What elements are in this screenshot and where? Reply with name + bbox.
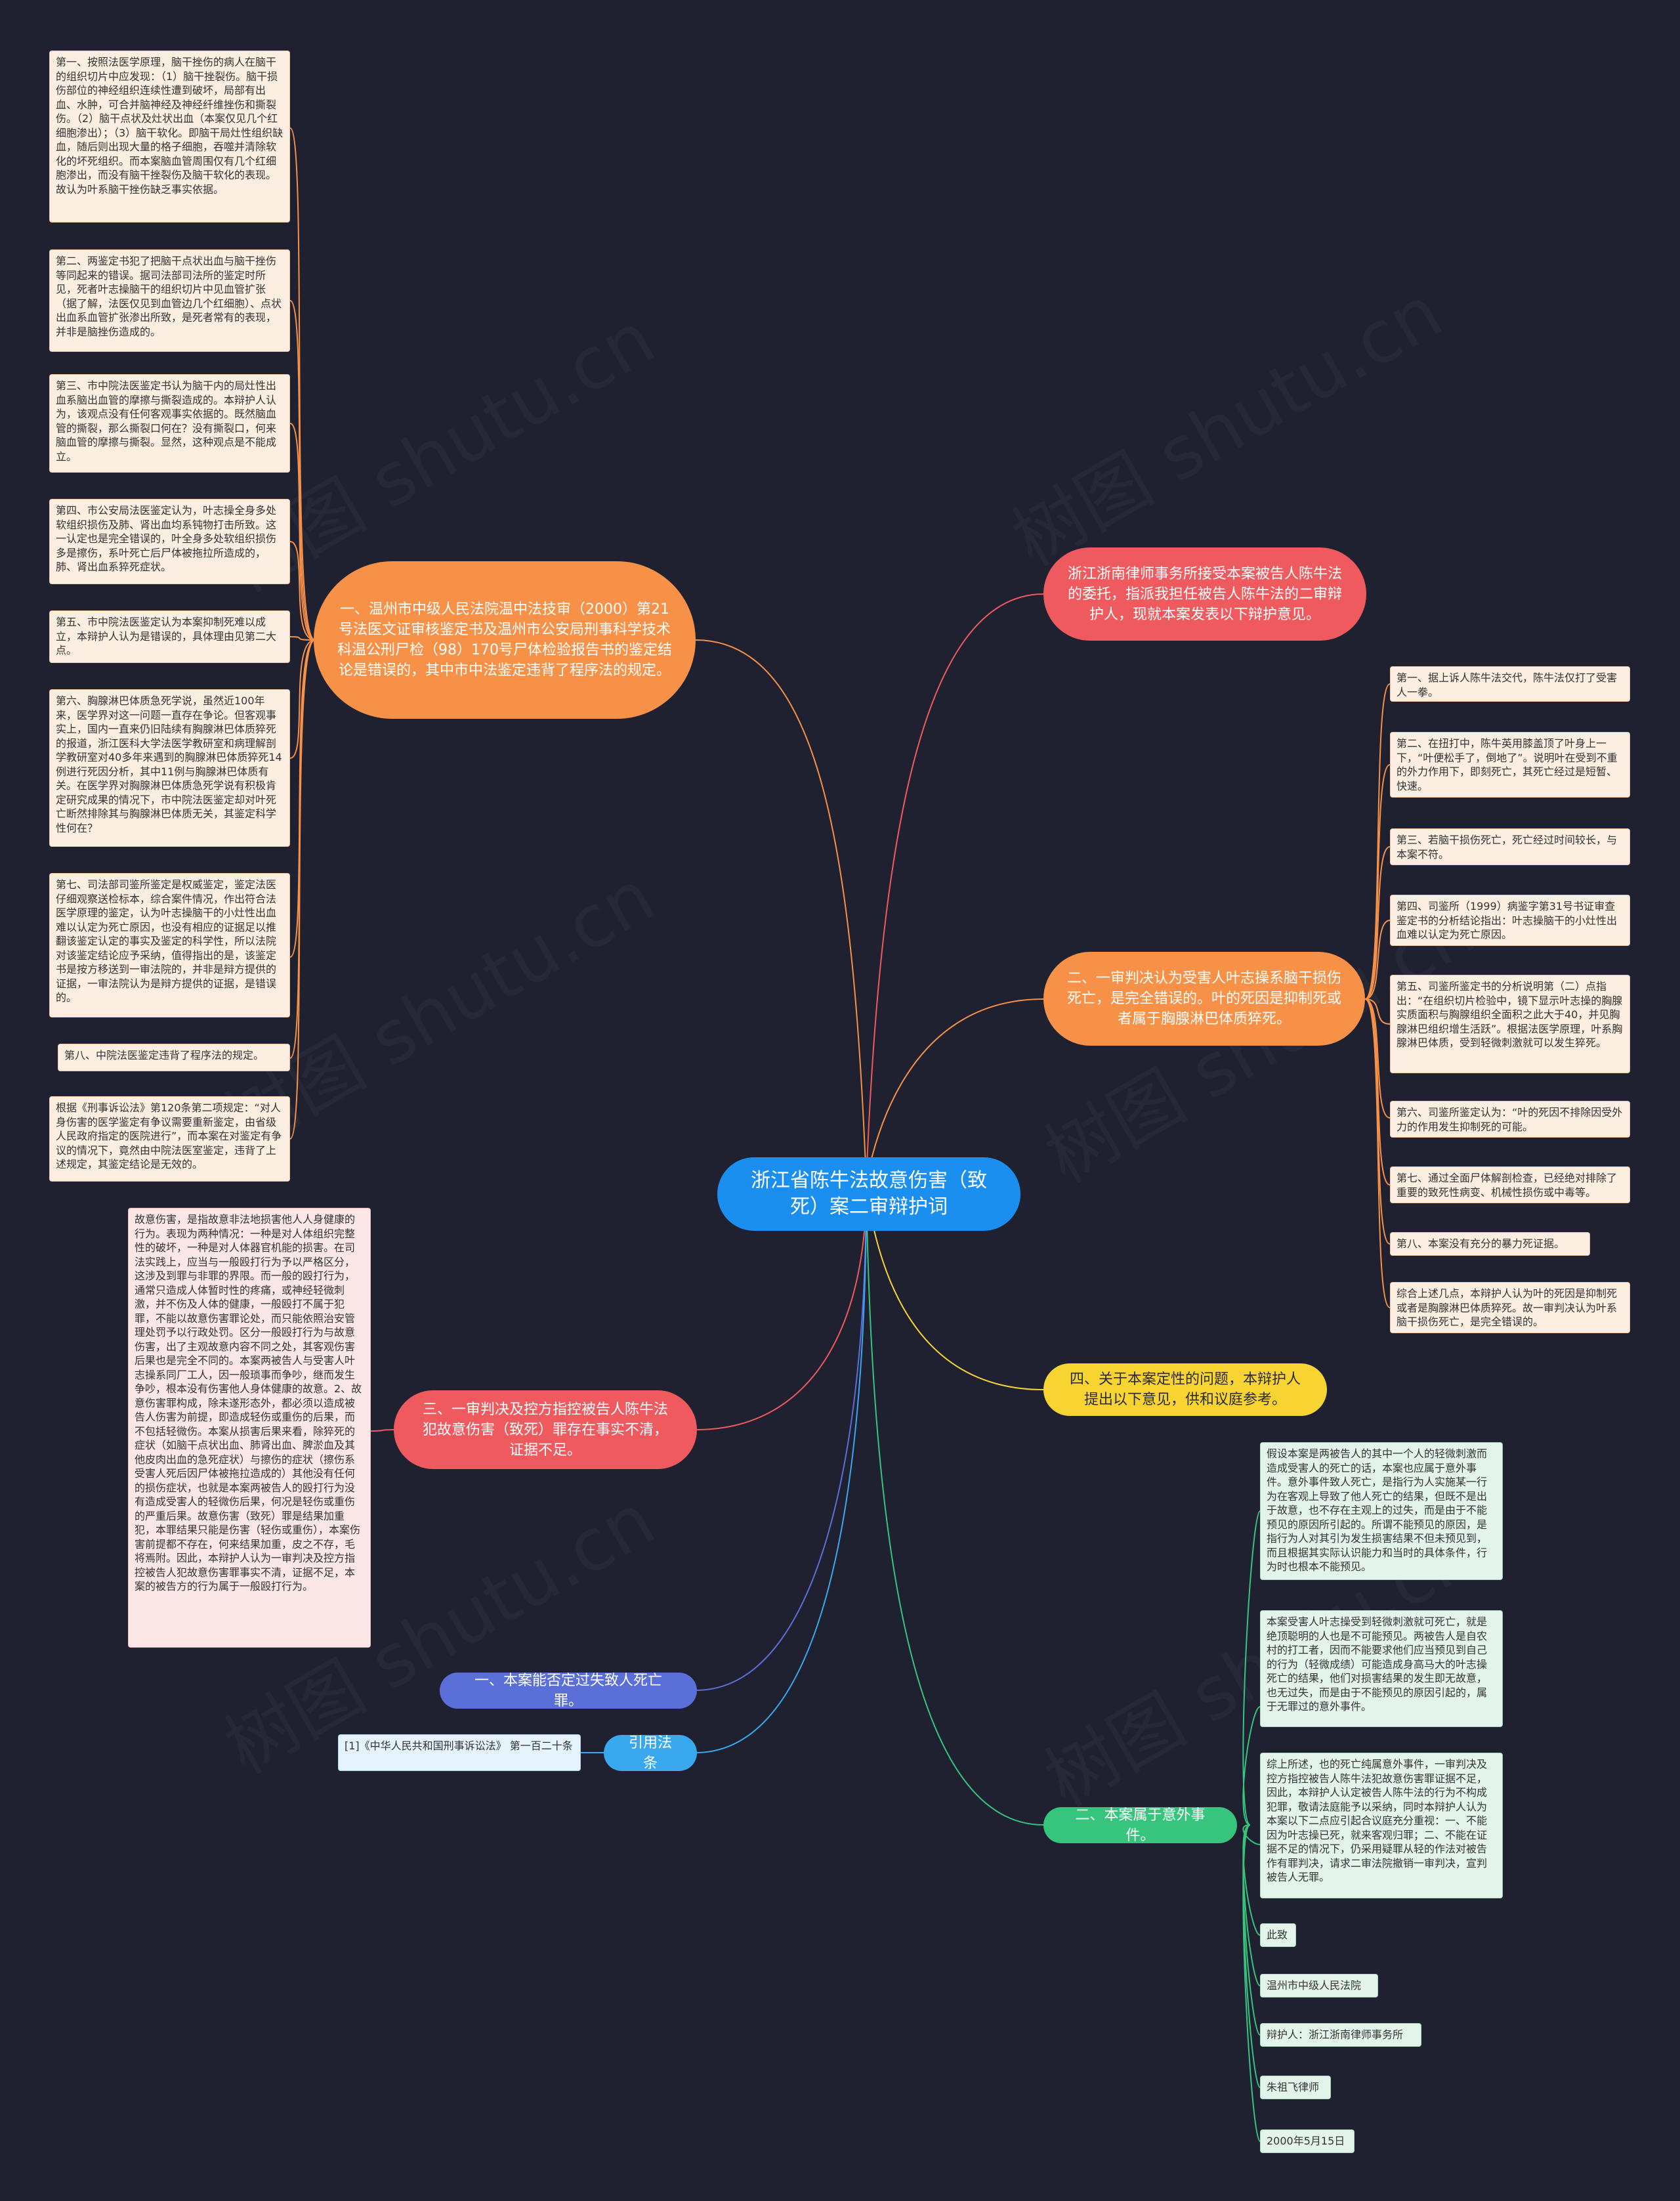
branch-case-nature[interactable]: 四、关于本案定性的问题，本辩护人提出以下意见，供和议庭参考。 (1043, 1363, 1327, 1416)
leaf-node: 第五、市中院法医鉴定认为本案抑制死难以成立，本辩护人认为是错误的，具体理由见第二… (49, 610, 290, 663)
branch-negligent-homicide[interactable]: 一、本案能否定过失致人死亡罪。 (440, 1673, 697, 1709)
leaf-node: 第三、市中院法医鉴定书认为脑干内的局灶性出血系脑出血管的摩擦与撕裂造成的。本辩护… (49, 374, 290, 473)
leaf-node: 第四、司鉴所（1999）病鉴字第31号书证审查鉴定书的分析结论指出：叶志操脑干的… (1390, 895, 1630, 946)
branch-insufficient-evidence[interactable]: 三、一审判决及控方指控被告人陈牛法犯故意伤害（致死）罪存在事实不清，证据不足。 (394, 1390, 697, 1469)
leaf-node: 第六、司鉴所鉴定认为：“叶的死因不排除因受外力的作用发生抑制死的可能。 (1390, 1101, 1630, 1138)
branch-cause-of-death[interactable]: 二、一审判决认为受害人叶志操系脑干损伤死亡，是完全错误的。叶的死因是抑制死或者属… (1043, 952, 1365, 1046)
leaf-node: 本案受害人叶志操受到轻微刺激就可死亡，就是绝顶聪明的人也是不可能预见。两被告人是… (1260, 1610, 1503, 1727)
leaf-node: 综上所述，也的死亡纯属意外事件，一审判决及控方指控被告人陈牛法犯故意伤害罪证据不… (1260, 1753, 1503, 1898)
leaf-node: 第一、按照法医学原理，脑干挫伤的病人在脑干的组织切片中应发现：（1）脑干挫裂伤。… (49, 51, 290, 223)
leaf-node: 故意伤害，是指故意非法地损害他人人身健康的行为。表现为两种情况：一种是对人体组织… (128, 1208, 371, 1648)
leaf-node: 第一、据上诉人陈牛法交代，陈牛法仅打了受害人一拳。 (1390, 666, 1630, 702)
leaf-node: 第四、市公安局法医鉴定认为，叶志操全身多处软组织损伤及肺、肾出血均系钝物打击所致… (49, 499, 290, 584)
leaf-node: 此致 (1260, 1923, 1296, 1947)
leaf-node: 第八、中院法医鉴定违背了程序法的规定。 (58, 1044, 290, 1071)
branch-cited-law[interactable]: 引用法条 (604, 1735, 697, 1772)
branch-accident[interactable]: 二、本案属于意外事件。 (1043, 1807, 1237, 1844)
leaf-node: 辩护人：浙江浙南律师事务所 (1260, 2023, 1421, 2047)
leaf-node: 第六、胸腺淋巴体质急死学说，虽然近100年来，医学界对这一问题一直存在争论。但客… (49, 689, 290, 847)
branch-defense-intro[interactable]: 浙江浙南律师事务所接受本案被告人陈牛法的委托，指派我担任被告人陈牛法的二审辩护人… (1043, 547, 1366, 641)
leaf-node: [1]《中华人民共和国刑事诉讼法》 第一百二十条 (338, 1734, 581, 1771)
leaf-node: 根据《刑事诉讼法》第120条第二项规定：“对人身伤害的医学鉴定有争议需要重新鉴定… (49, 1096, 290, 1182)
leaf-node: 第八、本案没有充分的暴力死证据。 (1390, 1232, 1590, 1256)
leaf-node: 朱祖飞律师 (1260, 2076, 1331, 2099)
branch-appraisal-errors[interactable]: 一、温州市中级人民法院温中法技审（2000）第21号法医文证审核鉴定书及温州市公… (314, 561, 696, 719)
leaf-node: 第二、在扭打中，陈牛英用膝盖顶了叶身上一下，“叶便松手了，倒地了”。说明叶在受到… (1390, 732, 1630, 798)
leaf-node: 第二、两鉴定书犯了把脑干点状出血与脑干挫伤等同起来的错误。据司法部司法所的鉴定时… (49, 249, 290, 352)
leaf-node: 第三、若脑干损伤死亡，死亡经过时间较长，与本案不符。 (1390, 828, 1630, 865)
leaf-node: 第七、通过全面尸体解剖检查，已经绝对排除了重要的致死性病变、机械性损伤或中毒等。 (1390, 1166, 1630, 1203)
leaf-node: 综合上述几点，本辩护人认为叶的死因是抑制死或者是胸腺淋巴体质猝死。故一审判决认为… (1390, 1282, 1630, 1333)
root-topic[interactable]: 浙江省陈牛法故意伤害（致死）案二审辩护词 (717, 1157, 1020, 1231)
leaf-node: 温州市中级人民法院 (1260, 1974, 1378, 1998)
leaf-node: 假设本案是两被告人的其中一个人的轻微刺激而造成受害人的死亡的话，本案也应属于意外… (1260, 1442, 1503, 1580)
leaf-node: 第七、司法部司鉴所鉴定是权威鉴定，鉴定法医仔细观察送检标本，综合案件情况，作出符… (49, 873, 290, 1017)
leaf-node: 2000年5月15日 (1260, 2129, 1354, 2153)
leaf-node: 第五、司鉴所鉴定书的分析说明第（二）点指出：“在组织切片检验中，镜下显示叶志操的… (1390, 975, 1630, 1073)
